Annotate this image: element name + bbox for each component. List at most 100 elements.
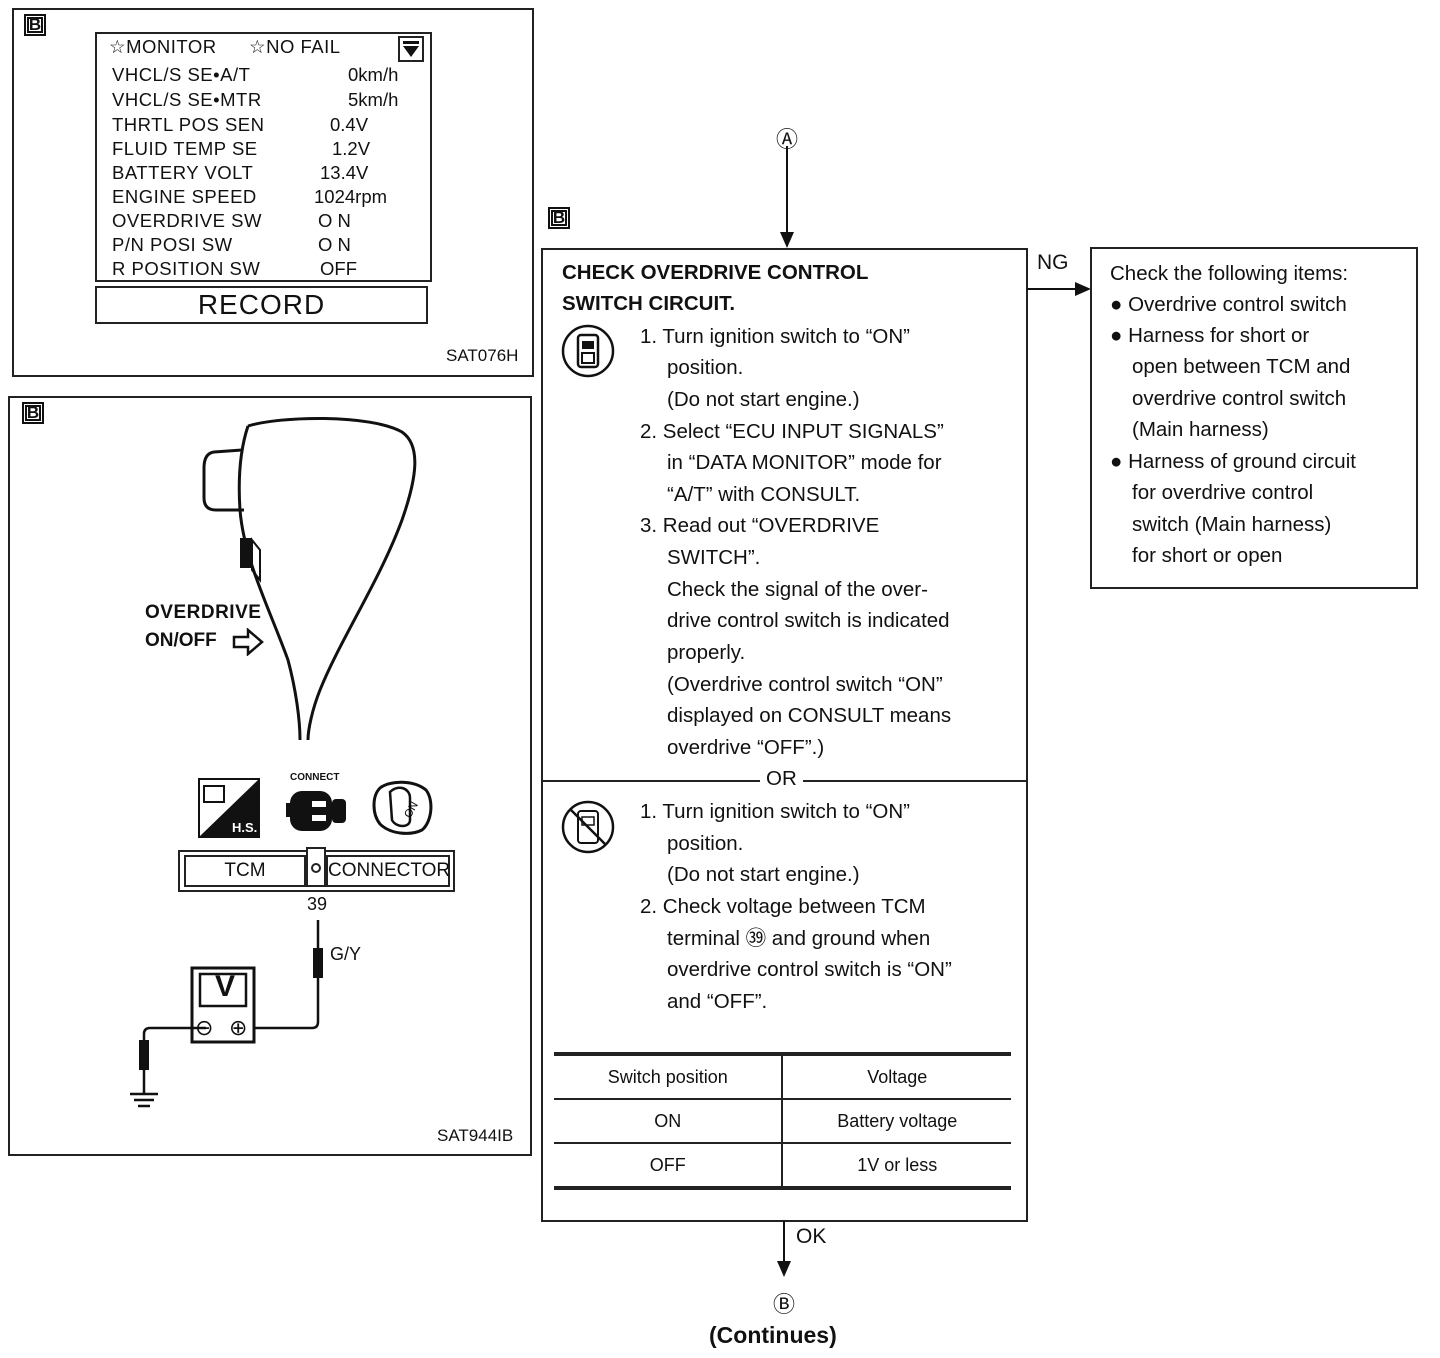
voltmeter-v-label: V [215,970,236,1003]
key-on-label: ON [402,800,421,820]
wire-color-label: G/Y [330,944,362,964]
consult-monitor-screen: ☆MONITOR ☆NO FAIL VHCL/S SE•A/T 0km/h VH… [95,32,432,282]
ng-arrow-right [1027,282,1091,296]
wiring-figure-panel [8,396,532,1156]
connect-label: CONNECT [290,772,340,783]
consult-step-line: SWITCH”. [667,546,761,569]
consult-step-line: in “DATA MONITOR” mode for [667,451,942,474]
monitor-row-value: 13.4V [320,162,369,183]
manual-step-line: terminal ㊴ and ground when [667,927,931,950]
hs-diagnosis-icon: H.S. [198,778,260,838]
or-label: OR [760,767,803,791]
table-cell: OFF [554,1143,784,1190]
table-cell: ON [554,1099,784,1144]
monitor-row-value: O N [318,210,351,231]
ng-box-title: Check the following items: [1110,262,1349,285]
record-button[interactable]: RECORD [95,286,428,324]
manual-step-line: overdrive control switch is “ON” [667,958,952,981]
scroll-down-icon [398,36,424,62]
monitor-row-value: 0km/h [348,64,399,85]
consult-step-line: position. [667,356,744,379]
ng-box-line: ● Overdrive control switch [1110,293,1347,316]
ignition-key-icon: ON [372,780,433,835]
consult-step-line: properly. [667,641,746,664]
table-row: OFF 1V or less [554,1143,1011,1190]
monitor-row-label: VHCL/S SE•A/T [112,64,251,85]
table-row: ON Battery voltage [554,1099,1011,1144]
monitor-row-value: 0.4V [330,114,369,135]
monitor-figure-panel [12,8,534,377]
ng-label: NG [1037,251,1069,274]
consult-step-line: drive control switch is indicated [667,609,950,632]
ng-box-line: switch (Main harness) [1132,513,1332,536]
overdrive-label: OVERDRIVE [145,602,262,623]
consult-step-line: (Do not start engine.) [667,388,860,411]
monitor-row-value: OFF [320,258,357,279]
terminal-number: 39 [307,894,328,914]
flow-arrow-down-top [780,146,794,248]
ng-box-line: for overdrive control [1132,481,1314,504]
connector-label-box: CONNECTOR [326,855,450,887]
tcm-label-box: TCM [184,855,306,887]
table-cell: Battery voltage [782,1099,1011,1144]
monitor-row-label: BATTERY VOLT [112,162,254,183]
consult-step-line: 1. Turn ignition switch to “ON” [640,325,911,348]
monitor-header-left: ☆MONITOR [109,36,217,57]
manual-step-line: 2. Check voltage between TCM [640,895,926,918]
tcm-label: TCM [224,860,266,881]
manual-step-line: 1. Turn ignition switch to “ON” [640,800,911,823]
continues-label: (Continues) [709,1322,837,1348]
badge-b-flow: B [548,207,570,229]
monitor-row-value: 1.2V [332,138,371,159]
end-marker-b: Ⓑ [773,1292,796,1317]
arrow-right-icon [232,628,264,656]
figure-code-sat944ib: SAT944IB [437,1126,514,1145]
voltmeter-plus-terminal: ⊕ [229,1015,248,1040]
ng-box-line: ● Harness of ground circuit [1110,450,1356,473]
table-cell: 1V or less [782,1143,1011,1190]
consult-step-line: “A/T” with CONSULT. [667,483,861,506]
consult-step-line: 2. Select “ECU INPUT SIGNALS” [640,420,944,443]
monitor-row-label: THRTL POS SEN [112,114,265,135]
ng-check-items-box [1090,247,1418,589]
monitor-row-value: O N [318,234,351,255]
table-header-cell: Switch position [554,1054,784,1100]
step-heading-line: CHECK OVERDRIVE CONTROL [562,261,869,284]
badge-b-diagram: B [22,402,44,424]
monitor-row-label: R POSITION SW [112,258,261,279]
manual-step-line: and “OFF”. [667,990,768,1013]
voltmeter-minus-terminal: ⊖ [195,1015,214,1040]
ng-box-line: ● Harness for short or [1110,324,1310,347]
monitor-row-value: 1024rpm [314,186,388,207]
table-header-cell: Voltage [782,1054,1011,1100]
monitor-row-label: OVERDRIVE SW [112,210,262,231]
consult-step-line: 3. Read out “OVERDRIVE [640,514,880,537]
ok-label: OK [796,1225,827,1248]
monitor-header-right: ☆NO FAIL [249,36,341,57]
consult-step-line: displayed on CONSULT means [667,704,952,727]
monitor-row-label: ENGINE SPEED [112,186,257,207]
consult-tester-icon [561,324,615,378]
ok-arrow-down [777,1221,791,1277]
monitor-row-label: FLUID TEMP SE [112,138,258,159]
shift-lever-illustration [202,416,417,741]
ng-box-line: open between TCM and [1132,355,1351,378]
table-header-row: Switch position Voltage [554,1054,1011,1100]
step-heading-line: SWITCH CIRCUIT. [562,292,736,315]
monitor-row-label: VHCL/S SE•MTR [112,89,262,110]
consult-step-line: (Overdrive control switch “ON” [667,673,943,696]
voltage-spec-table: Switch position Voltage ON Battery volta… [554,1052,1011,1190]
figure-code-sat076h: SAT076H [446,346,519,365]
connector-plug-icon [286,791,346,831]
badge-b-monitor: B [24,14,46,36]
consult-step-line: Check the signal of the over- [667,578,928,601]
no-consult-icon [561,800,615,854]
ng-box-line: overdrive control switch [1132,387,1347,410]
ng-box-line: (Main harness) [1132,418,1269,441]
ng-box-line: for short or open [1132,544,1283,567]
manual-step-line: (Do not start engine.) [667,863,860,886]
monitor-row-label: P/N POSI SW [112,234,233,255]
hs-label: H.S. [232,820,257,835]
voltmeter-circuit [130,920,323,1108]
connector-label: CONNECTOR [328,860,451,881]
